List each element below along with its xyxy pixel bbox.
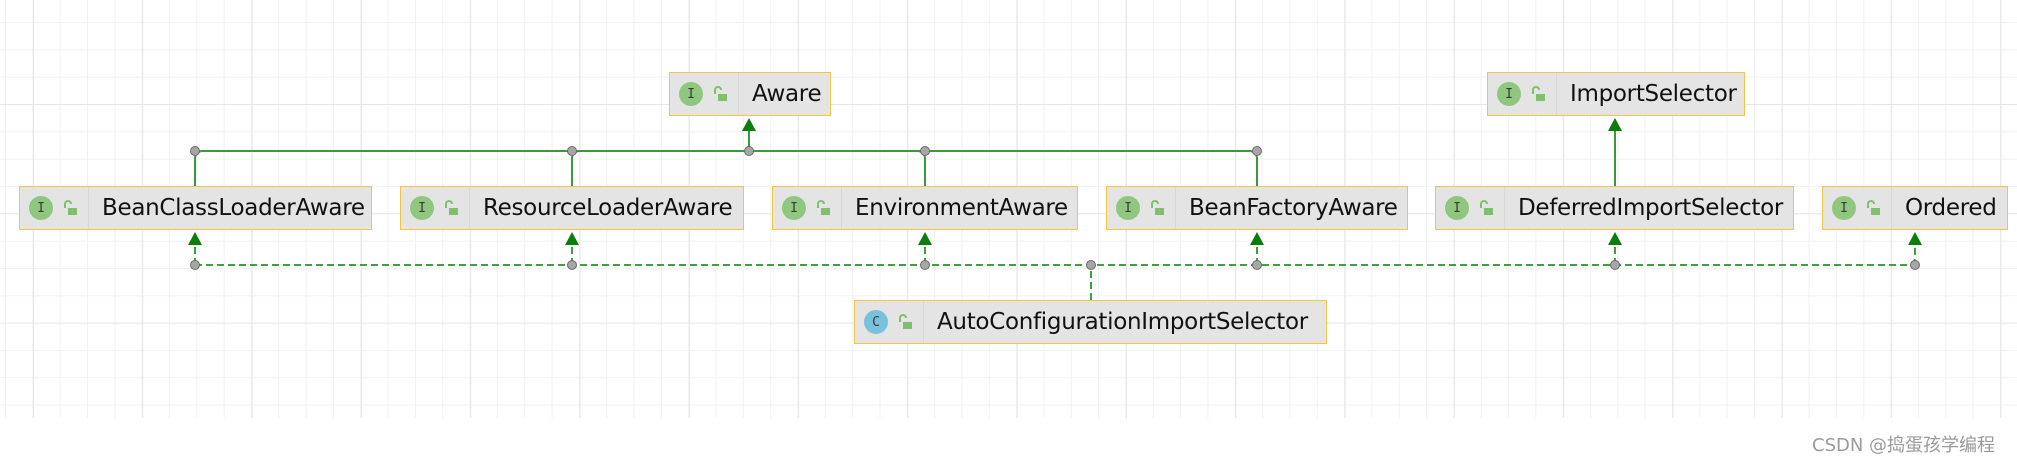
edges-extends-aware (194, 131, 1258, 186)
divider (469, 187, 470, 229)
node-beanclassloaderaware[interactable]: I BeanClassLoaderAware (19, 186, 372, 230)
interface-icon: I (1497, 82, 1521, 106)
class-icon: C (864, 310, 888, 334)
unlocked-public-icon (1151, 200, 1164, 215)
unlocked-public-icon (899, 314, 912, 329)
arrowhead-importselector (1608, 118, 1622, 131)
interface-icon: I (1832, 196, 1856, 220)
node-label: Aware (752, 81, 822, 107)
interface-icon: I (1445, 196, 1469, 220)
arrowheads-implements (188, 232, 1922, 245)
divider (923, 301, 924, 343)
divider (738, 73, 739, 115)
node-label: ImportSelector (1570, 81, 1737, 107)
node-deferredimportselector[interactable]: I DeferredImportSelector (1435, 186, 1794, 230)
node-label: AutoConfigurationImportSelector (937, 309, 1308, 335)
edges-implements (194, 245, 1916, 300)
divider (841, 187, 842, 229)
node-environmentaware[interactable]: I EnvironmentAware (772, 186, 1078, 230)
divider (1504, 187, 1505, 229)
arrowhead-aware (742, 118, 756, 131)
node-label: BeanFactoryAware (1189, 195, 1398, 221)
node-label: DeferredImportSelector (1518, 195, 1784, 221)
interface-icon: I (29, 196, 53, 220)
interface-icon: I (782, 196, 806, 220)
unlocked-public-icon (445, 200, 458, 215)
node-label: BeanClassLoaderAware (102, 195, 365, 221)
divider (88, 187, 89, 229)
node-resourceloaderaware[interactable]: I ResourceLoaderAware (400, 186, 744, 230)
unlocked-public-icon (1867, 200, 1880, 215)
unlocked-public-icon (1480, 200, 1493, 215)
interface-icon: I (1116, 196, 1140, 220)
node-beanfactoryaware[interactable]: I BeanFactoryAware (1106, 186, 1408, 230)
watermark: CSDN @捣蛋孩学编程 (1812, 435, 1996, 456)
node-label: ResourceLoaderAware (483, 195, 733, 221)
node-aware[interactable]: I Aware (669, 72, 831, 116)
unlocked-public-icon (64, 200, 77, 215)
unlocked-public-icon (714, 86, 727, 101)
node-importselector[interactable]: I ImportSelector (1487, 72, 1745, 116)
divider (1175, 187, 1176, 229)
unlocked-public-icon (817, 200, 830, 215)
interface-icon: I (410, 196, 434, 220)
node-autoconfigurationimportselector[interactable]: C AutoConfigurationImportSelector (854, 300, 1327, 344)
junction-dots (190, 146, 1920, 270)
unlocked-public-icon (1532, 86, 1545, 101)
divider (1556, 73, 1557, 115)
divider (1891, 187, 1892, 229)
node-label: Ordered (1905, 195, 1997, 221)
interface-icon: I (679, 82, 703, 106)
node-ordered[interactable]: I Ordered (1822, 186, 2008, 230)
edges-layer (188, 118, 1922, 300)
node-label: EnvironmentAware (855, 195, 1068, 221)
